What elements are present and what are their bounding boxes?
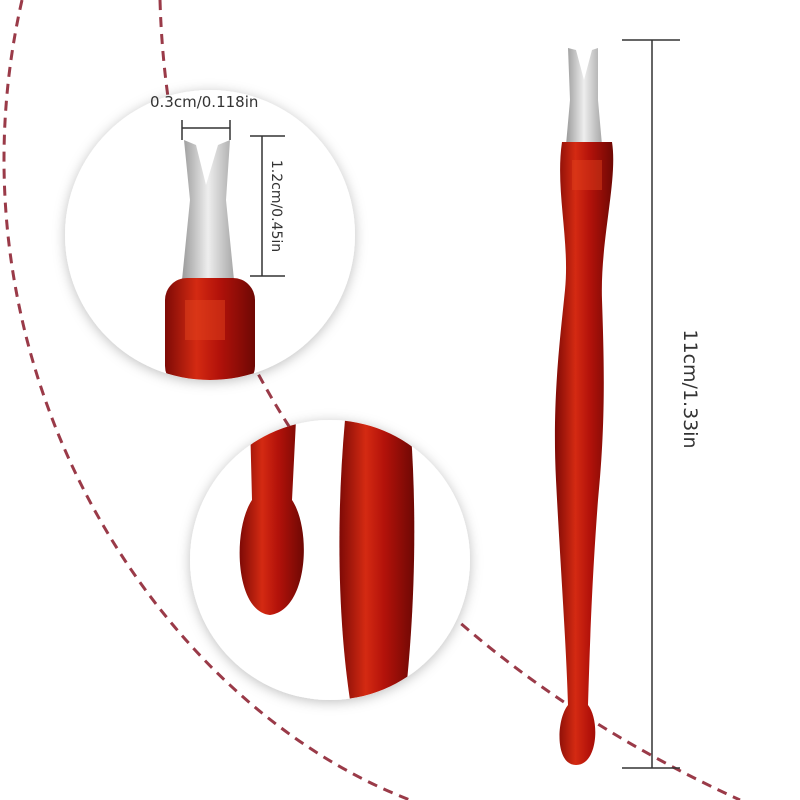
cuticle-pusher-tool	[554, 48, 614, 765]
total-length-dimension	[622, 39, 680, 769]
tip-width-label: 0.3cm/0.118in	[150, 93, 259, 111]
tip-detail-circle	[65, 90, 355, 380]
handle-detail-circle	[190, 420, 470, 700]
total-length-label: 11cm/1.33in	[679, 329, 701, 449]
dashed-arc-outer	[2, 0, 411, 800]
tip-length-label: 1.2cm/0.45in	[268, 159, 284, 253]
